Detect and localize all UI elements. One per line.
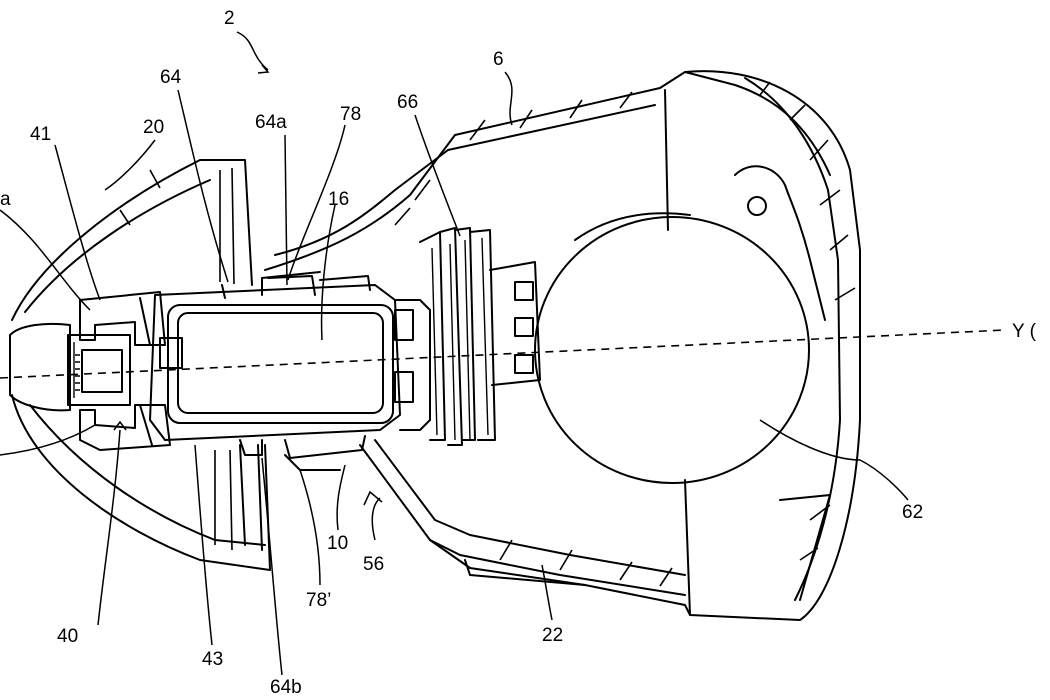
label-41: 41 xyxy=(30,124,51,145)
label-43: 43 xyxy=(202,649,223,670)
label-78-prime: 78’ xyxy=(306,590,331,611)
label-64b: 64b xyxy=(270,677,302,698)
label-62: 62 xyxy=(902,502,923,523)
connector-stem xyxy=(394,227,541,446)
label-10: 10 xyxy=(327,533,348,554)
axis-line xyxy=(0,329,1006,379)
label-y-axis: Y ( xyxy=(1012,321,1037,342)
receiver-body xyxy=(149,271,414,471)
label-2: 2 xyxy=(224,8,235,29)
label-56: 56 xyxy=(363,554,384,575)
label-20: 20 xyxy=(143,117,164,138)
speaker-disc xyxy=(534,212,810,484)
label-a: a xyxy=(0,189,11,210)
label-64: 64 xyxy=(160,67,182,88)
label-66: 66 xyxy=(397,92,418,113)
label-40: 40 xyxy=(57,626,78,647)
leader-lines xyxy=(0,31,909,676)
housing-hatching xyxy=(119,81,856,587)
label-64a: 64a xyxy=(255,112,287,133)
mesh-filter xyxy=(75,354,80,391)
reference-labels: 2 6 64 64a 78 66 41 20 16 a Y ( 62 10 56… xyxy=(0,8,1037,698)
label-16: 16 xyxy=(328,189,349,210)
label-78: 78 xyxy=(340,104,361,125)
outer-housing xyxy=(11,70,861,621)
label-6: 6 xyxy=(493,49,504,70)
label-22: 22 xyxy=(542,625,563,646)
